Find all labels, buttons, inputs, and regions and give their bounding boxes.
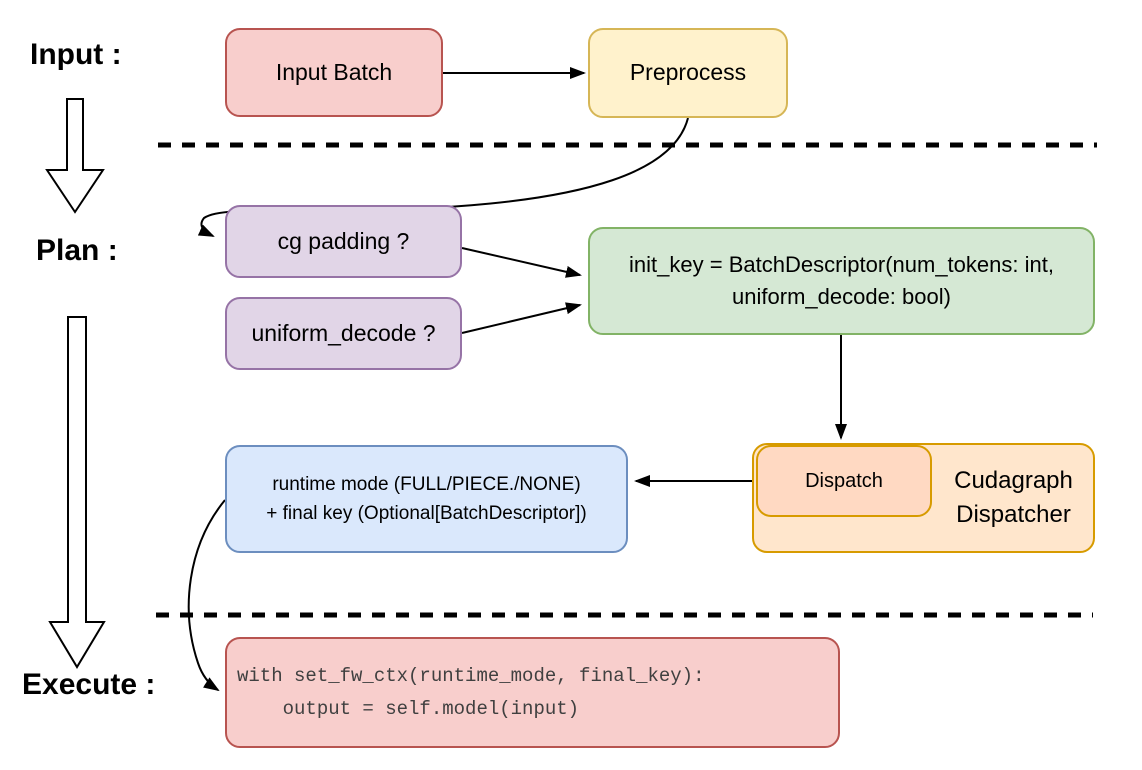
init-key-line-2: uniform_decode: bool) [732,284,951,309]
input-batch-label: Input Batch [275,58,393,85]
cg-padding-node: cg padding ? [225,205,462,278]
edge-uniformdecode-initkey [461,302,582,334]
plan-phase-arrow [48,316,106,669]
runtime-mode-node: runtime mode (FULL/PIECE./NONE) + final … [225,445,628,553]
init-key-line-1: init_key = BatchDescriptor(num_tokens: i… [629,252,1054,278]
cudagraph-dispatcher-line-1: Cudagraph [954,467,1073,495]
edge-cgpadding-initkey [461,247,582,278]
runtime-mode-line-2: + final key (Optional[BatchDescriptor]) [266,503,587,524]
dispatch-node: Dispatch [756,445,932,517]
dispatch-label: Dispatch [805,469,883,492]
preprocess-label: Preprocess [629,59,747,86]
cudagraph-dispatcher-line-2: Dispatcher [956,501,1071,528]
preprocess-node: Preprocess [588,28,788,118]
uniform-decode-node: uniform_decode ? [225,297,462,370]
execute-code-line-2: output = self.model(input) [237,697,580,720]
uniform-decode-label: uniform_decode ? [251,319,436,346]
execute-code-node: with set_fw_ctx(runtime_mode, final_key)… [225,637,840,748]
execute-phase-label: Execute : [22,668,156,701]
input-batch-node: Input Batch [225,28,443,117]
edge-runtimemode-executecode [187,499,226,692]
input-phase-label: Input : [30,38,122,71]
runtime-mode-line-1: runtime mode (FULL/PIECE./NONE) [272,473,581,495]
plan-phase-label: Plan : [36,234,118,267]
input-phase-arrow [45,98,105,214]
cg-padding-label: cg padding ? [277,227,410,254]
init-key-node: init_key = BatchDescriptor(num_tokens: i… [588,227,1095,335]
cudagraph-dispatcher-label: Cudagraph Dispatcher [934,445,1093,551]
execute-code-line-1: with set_fw_ctx(runtime_mode, final_key)… [237,665,705,688]
